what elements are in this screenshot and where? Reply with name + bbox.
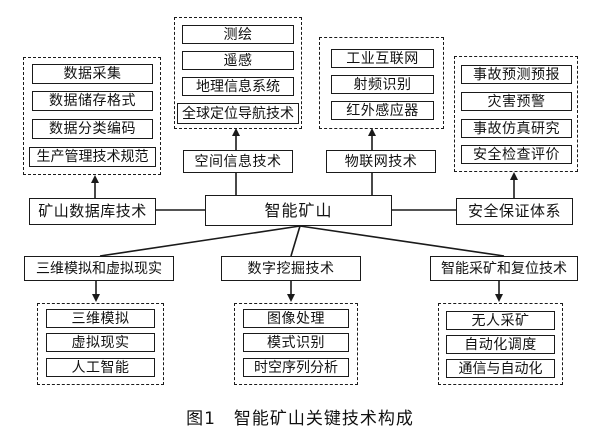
line-center-digital (290, 225, 301, 257)
virtual-item: 三维模拟 (46, 309, 155, 328)
iot-item: 工业互联网 (331, 49, 434, 68)
mining-item: 无人采矿 (446, 311, 555, 330)
group-virtual (37, 303, 164, 385)
group-iot (319, 37, 444, 129)
safety-item: 安全检查评价 (461, 145, 572, 164)
database-item: 数据分类编码 (32, 119, 153, 139)
spatial-item: 遥感 (182, 51, 294, 70)
branch-iot: 物联网技术 (326, 150, 436, 173)
safety-item: 事故预测预报 (461, 65, 572, 84)
figure-caption: 图1 智能矿山关键技术构成 (186, 409, 414, 429)
group-spatial (174, 17, 302, 129)
mining-item: 通信与自动化 (446, 359, 555, 378)
safety-item: 灾害预警 (461, 92, 572, 111)
group-database (23, 57, 161, 175)
digital-item: 时空序列分析 (243, 358, 349, 377)
spatial-item: 全球定位导航技术 (177, 103, 299, 124)
database-item: 生产管理技术规范 (29, 147, 156, 167)
iot-item: 射频识别 (331, 75, 434, 94)
line-center-virtual (99, 225, 301, 257)
safety-item: 事故仿真研究 (461, 119, 572, 138)
branch-database: 矿山数据库技术 (29, 198, 156, 225)
branch-safety: 安全保证体系 (456, 198, 573, 225)
spatial-item: 地理信息系统 (182, 77, 294, 96)
digital-item: 模式识别 (243, 333, 349, 352)
database-item: 数据储存格式 (32, 91, 153, 111)
branch-mining: 智能采矿和复位技术 (430, 256, 578, 281)
branch-virtual: 三维模拟和虚拟现实 (24, 256, 174, 281)
branch-digital: 数字挖掘技术 (221, 256, 361, 281)
branch-spatial: 空间信息技术 (183, 150, 293, 173)
virtual-item: 人工智能 (46, 358, 155, 377)
center-node: 智能矿山 (205, 195, 392, 226)
line-center-mining (299, 225, 505, 257)
digital-item: 图像处理 (243, 309, 349, 328)
group-digital (234, 303, 358, 385)
spatial-item: 测绘 (182, 25, 294, 44)
group-mining (438, 303, 563, 385)
mining-item: 自动化调度 (446, 335, 555, 354)
iot-item: 红外感应器 (331, 101, 434, 120)
virtual-item: 虚拟现实 (46, 333, 155, 352)
database-item: 数据采集 (32, 64, 153, 84)
group-safety (454, 56, 578, 172)
